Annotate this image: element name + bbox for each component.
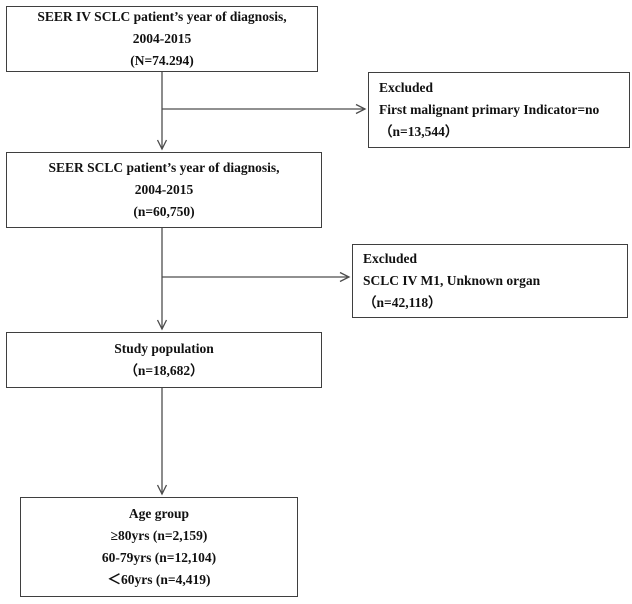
node-text-line: ＜60yrs (n=4,419) — [107, 572, 211, 587]
node-excluded-sclc-iv-m1: Excluded SCLC IV M1, Unknown organ （n=42… — [352, 244, 628, 318]
node-text-line: SEER SCLC patient’s year of diagnosis, — [48, 160, 280, 175]
node-age-group: Age group ≥80yrs (n=2,159) 60-79yrs (n=1… — [20, 497, 298, 597]
node-seer-iv-sclc-cohort: SEER IV SCLC patient’s year of diagnosis… — [6, 6, 318, 72]
node-excluded-first-malignant: Excluded First malignant primary Indicat… — [368, 72, 630, 148]
node-study-population: Study population （n=18,682） — [6, 332, 322, 388]
node-text-line: （n=18,682） — [124, 363, 204, 378]
node-text-line: Study population — [114, 341, 214, 356]
node-text-line: （n=13,544） — [379, 124, 459, 139]
node-text-line: Excluded — [363, 251, 418, 266]
node-text-line: (n=60,750) — [133, 204, 195, 219]
node-text-line: 60-79yrs (n=12,104) — [101, 550, 217, 565]
node-text-line: Excluded — [379, 80, 434, 95]
node-text-line: 2004-2015 — [134, 182, 194, 197]
node-text-line: SEER IV SCLC patient’s year of diagnosis… — [37, 9, 287, 24]
node-text-line: Age group — [128, 506, 190, 521]
node-text-line: (N=74.294) — [130, 53, 194, 68]
node-text-line: ≥80yrs (n=2,159) — [110, 528, 208, 543]
node-text-line: SCLC IV M1, Unknown organ — [363, 273, 541, 288]
node-text-line: 2004-2015 — [132, 31, 192, 46]
node-text-line: （n=42,118） — [363, 295, 442, 310]
node-text-line: First malignant primary Indicator=no — [379, 102, 600, 117]
node-seer-sclc-cohort: SEER SCLC patient’s year of diagnosis, 2… — [6, 152, 322, 228]
